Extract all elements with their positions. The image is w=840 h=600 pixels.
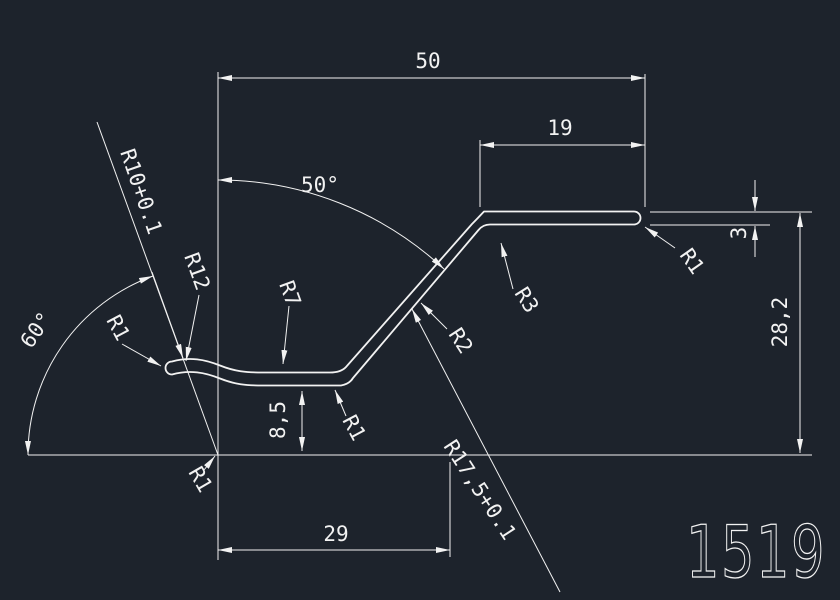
leader-r1-bend: [334, 389, 347, 417]
leader-r1-left: [121, 343, 162, 367]
leader-r12: [185, 294, 200, 362]
radius-label-r10: R10+0.1: [115, 146, 167, 238]
extension-lines: [28, 72, 812, 560]
radius-label-r12: R12: [179, 250, 215, 294]
radius-label-r2: R2: [444, 324, 478, 358]
leader-r1-vertex: [203, 455, 216, 471]
dim-label-3: 3: [727, 227, 751, 240]
linear-dimensions: [218, 75, 803, 553]
arc-50: [217, 176, 445, 270]
radius-leaders: [121, 226, 676, 593]
leader-r17: [411, 308, 561, 593]
radius-label-r7: R7: [274, 278, 305, 310]
leader-r7: [281, 305, 290, 365]
radius-label-r1-bend: R1: [338, 411, 371, 445]
angle-label-60: 60°: [16, 308, 57, 353]
radius-label-r1-left: R1: [102, 311, 135, 345]
dim-label-28-2: 28,2: [768, 297, 792, 348]
radius-labels: R10+0.1 R12 R1 R7 R1 R2 R3 R1 R17,5+0.1 …: [102, 146, 709, 544]
radius-label-r1-end: R1: [675, 244, 709, 278]
leader-r3: [500, 242, 514, 290]
dim-label-8-5: 8,5: [266, 401, 290, 439]
radius-label-r17: R17,5+0.1: [439, 436, 521, 545]
dim-label-50: 50: [415, 49, 440, 73]
radius-label-r1-vertex: R1: [184, 463, 217, 497]
leader-r2: [420, 302, 448, 330]
dimension-labels: 50 19 29 50° 60° 3 28,2 8,5: [16, 49, 792, 546]
angular-dimensions: [24, 176, 445, 456]
arc-60: [24, 275, 154, 456]
angle-label-50: 50°: [301, 173, 339, 197]
leader-r1-end: [644, 226, 676, 249]
dim-label-29: 29: [323, 522, 348, 546]
part-number: 1519: [686, 510, 826, 594]
leader-r10: [151, 271, 184, 359]
radius-label-r3: R3: [510, 283, 544, 317]
profile-outline: [164, 210, 642, 387]
dim-label-19: 19: [547, 116, 572, 140]
